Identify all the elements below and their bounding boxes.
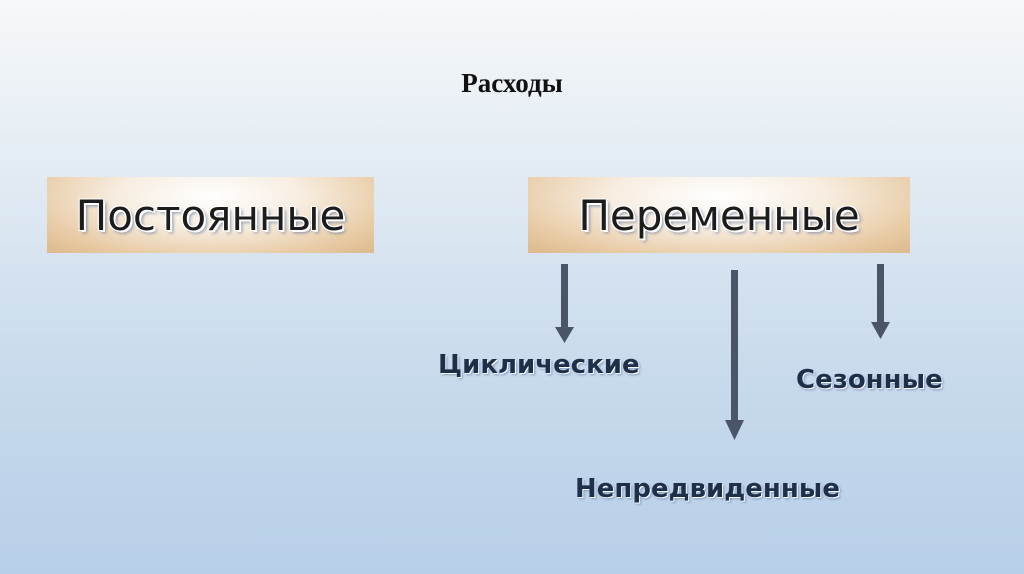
unforeseen-label: Непредвиденные: [575, 474, 840, 504]
arrow-to-unforeseen: [725, 270, 744, 440]
variable-expenses-label: Переменные: [578, 190, 860, 240]
arrow-to-seasonal: [871, 264, 890, 339]
seasonal-label: Сезонные: [796, 365, 943, 395]
variable-expenses-box: Переменные: [528, 177, 910, 253]
arrow-to-cyclic: [555, 264, 574, 343]
diagram-title: Расходы: [461, 68, 563, 98]
fixed-expenses-box: Постоянные: [47, 177, 374, 253]
fixed-expenses-label: Постоянные: [75, 190, 346, 240]
cyclic-label: Циклические: [438, 350, 640, 380]
